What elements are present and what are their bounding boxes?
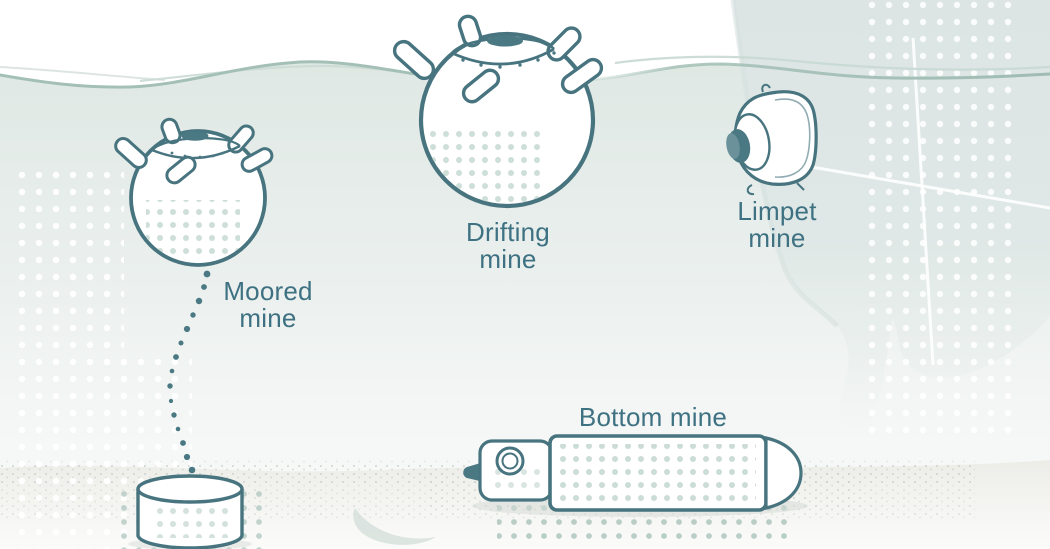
bottom-mine-label: Bottom mine [579,404,727,431]
moored-mine-label: Moored mine [223,278,312,332]
bottom-mine-illustration [463,434,808,517]
label-line: Bottom mine [578,402,728,432]
mine-top-cap [151,131,241,160]
limpet-mine-illustration [726,83,818,196]
hull-seam-line [911,37,935,366]
mine-front-horn [165,155,197,185]
mine-horns [114,117,274,173]
mooring-chain [167,270,211,483]
mine-front-horn [461,68,501,104]
drifting-mine-illustration [392,14,604,209]
mine-anchor [128,474,252,549]
label-line: mine [479,244,537,274]
mine-top-cap [451,35,556,69]
drifting-mine-label: Drifting mine [466,219,550,273]
hull-seam-line [799,163,1050,210]
label-line: Drifting [466,217,550,247]
label-line: mine [239,303,297,333]
hull-rivet-dots [858,0,1020,440]
hull-shadow-crescent [353,508,436,545]
mine-horns [392,14,604,95]
limpet-mine-label: Limpet mine [737,198,816,252]
label-line: mine [748,223,806,253]
hull-edge-shading [730,0,839,328]
label-line: Limpet [737,196,817,226]
label-line: Moored [223,276,313,306]
moored-mine-illustration [114,117,274,267]
